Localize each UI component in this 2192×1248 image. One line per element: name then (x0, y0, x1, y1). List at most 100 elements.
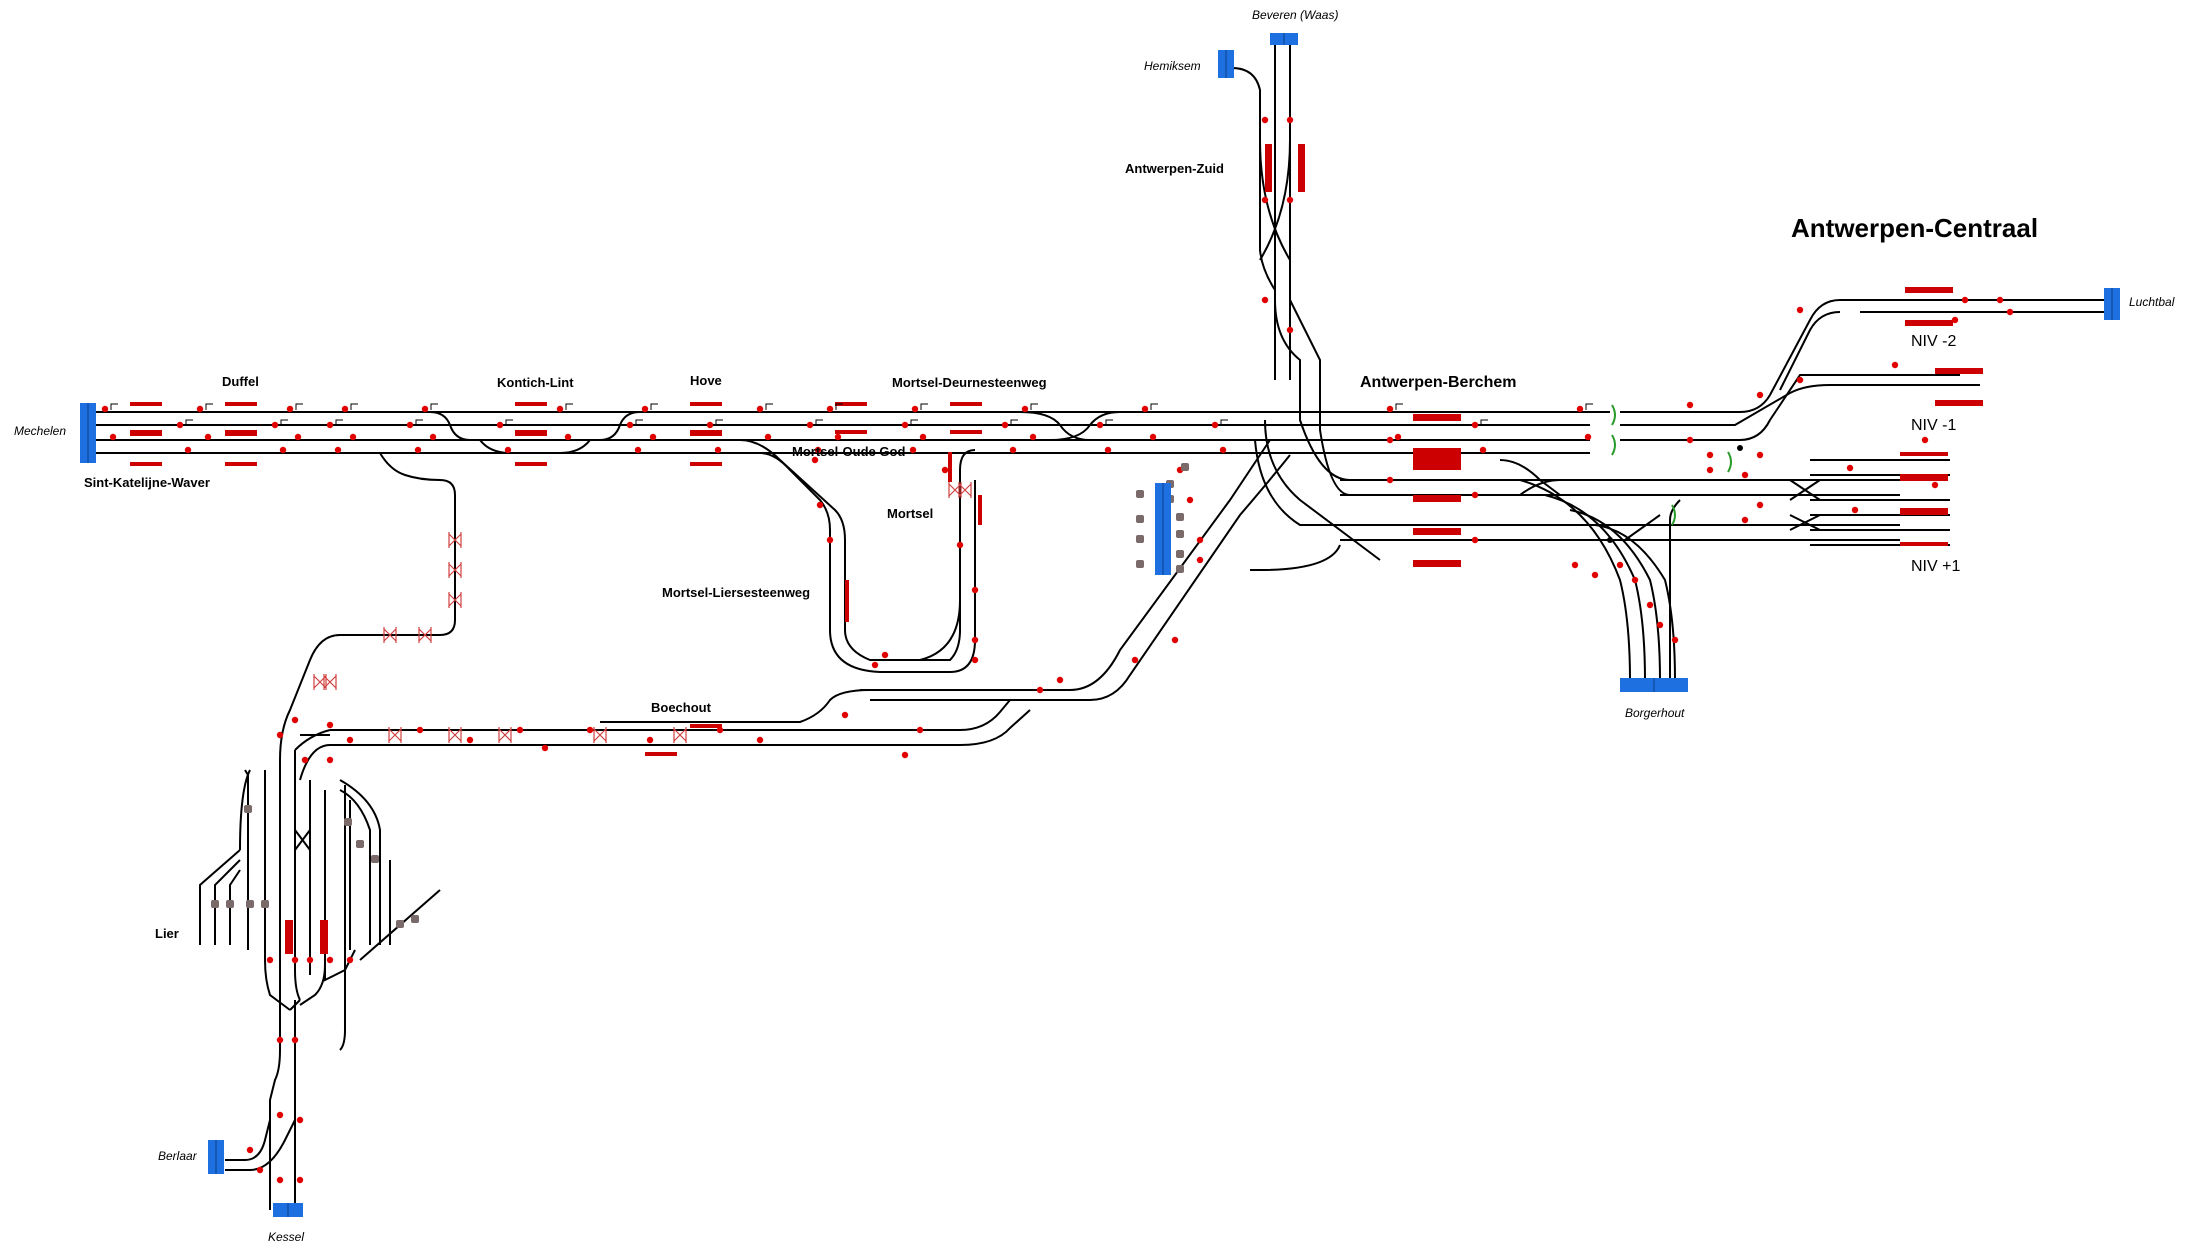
station-label-hemiksem: Hemiksem (1144, 59, 1201, 73)
level-label-niv-min2: NIV -2 (1911, 333, 1957, 350)
signal (326, 956, 334, 964)
platform-1 (130, 402, 162, 406)
station-label-mortsel-oude-god: Mortsel-Oude God (792, 444, 906, 459)
platform-37 (285, 920, 293, 954)
level-crossing-1 (448, 532, 462, 548)
signal (1386, 476, 1394, 484)
station-label-antwerpen-berchem: Antwerpen-Berchem (1360, 374, 1517, 391)
signal (279, 446, 287, 454)
signal (101, 405, 109, 413)
signal (421, 405, 429, 413)
level-crossing-5 (418, 627, 432, 643)
zuid-diag-2 (1254, 439, 1340, 526)
borgerhout-descent-3 (1569, 509, 1661, 681)
station-label-beveren-waas: Beveren (Waas) (1252, 8, 1339, 22)
signal (1756, 451, 1764, 459)
platform-7 (515, 402, 547, 406)
platform-23 (1413, 448, 1461, 470)
zuid-down-1 (1274, 299, 1351, 481)
signal (346, 736, 354, 744)
signal (176, 421, 184, 429)
station-label-borgerhout: Borgerhout (1625, 706, 1685, 720)
siding-stop (411, 915, 419, 923)
signal (306, 956, 314, 964)
signal (1131, 656, 1139, 664)
platform-12 (690, 462, 722, 466)
signal (276, 1176, 284, 1184)
signals (101, 116, 2014, 1184)
kontich-link-2 (559, 439, 591, 454)
signal-post (1480, 419, 1488, 426)
hemiksem-track (1231, 67, 1276, 291)
signal (826, 536, 834, 544)
signal-post (765, 403, 773, 410)
lier-in-1 (294, 729, 331, 751)
signal (1584, 433, 1592, 441)
station-label-berlaar: Berlaar (158, 1149, 197, 1163)
siding-stop (1136, 515, 1144, 523)
station-label-lier: Lier (155, 926, 179, 941)
platform-25 (1413, 528, 1461, 535)
signal (916, 726, 924, 734)
signal (1796, 306, 1804, 314)
siding-stop (396, 920, 404, 928)
signal (871, 661, 879, 669)
signal (1394, 433, 1402, 441)
platform-24 (1413, 495, 1461, 502)
level-crossing-3 (448, 592, 462, 608)
lier-stub (244, 769, 249, 776)
signal (564, 433, 572, 441)
signal-post (185, 419, 193, 426)
signal (556, 405, 564, 413)
stop-point-2 (1737, 445, 1743, 451)
siding-stop (246, 900, 254, 908)
siding-stop (1176, 565, 1184, 573)
zuid-down-2 (1289, 299, 1351, 496)
signal-post (430, 403, 438, 410)
platform-21 (645, 752, 677, 756)
signal (941, 466, 949, 474)
station-label-mortsel-deurnesteenweg: Mortsel-Deurnesteenweg (892, 375, 1047, 390)
platform-33 (1900, 452, 1948, 456)
signal (334, 446, 342, 454)
signal (1141, 405, 1149, 413)
signal-post (715, 419, 723, 426)
signal (841, 711, 849, 719)
signal (1219, 446, 1227, 454)
page-title: Antwerpen-Centraal (1791, 213, 2039, 243)
kontich-weave-1 (429, 411, 471, 441)
signal-post (110, 403, 118, 410)
signal (414, 446, 422, 454)
zuid-cross-1 (1259, 139, 1291, 261)
signal (296, 1116, 304, 1124)
platform-8 (515, 430, 547, 436)
signal (1846, 464, 1854, 472)
level-crossing-13 (958, 482, 972, 498)
signal (294, 433, 302, 441)
platform-31 (1935, 368, 1983, 374)
boechout-link-2 (870, 454, 1291, 701)
level-crossing-4 (383, 627, 397, 643)
signal (1471, 421, 1479, 429)
signal (1961, 296, 1969, 304)
station-label-boechout: Boechout (651, 700, 711, 715)
lier-track-1 (264, 770, 291, 1011)
boechout-curve (600, 689, 871, 723)
signal (1646, 601, 1654, 609)
signal (1591, 571, 1599, 579)
signal (1096, 421, 1104, 429)
signal (1036, 686, 1044, 694)
berchem-cross-a (1499, 459, 1561, 496)
signal (1001, 421, 1009, 429)
signal (1286, 196, 1294, 204)
zuid-diag-1 (1264, 419, 1381, 561)
signal (586, 726, 594, 734)
platform-16 (950, 430, 982, 434)
level-crossing-9 (448, 727, 462, 743)
lier-track-4 (299, 790, 326, 1006)
signal-post (295, 403, 303, 410)
signal (1756, 391, 1764, 399)
signal (901, 751, 909, 759)
platform-2 (130, 430, 162, 436)
